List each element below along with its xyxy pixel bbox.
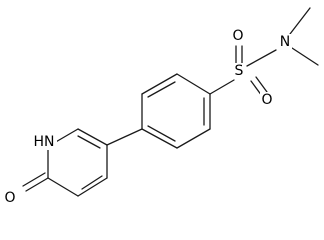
bond-c2-c3 — [47, 177, 79, 197]
atom-o2-label: O — [261, 92, 272, 108]
bond-c3-c4-inner — [81, 175, 103, 190]
atom-s: S — [232, 63, 246, 79]
bond-b2-b3 — [141, 73, 178, 95]
atom-pyridone-nh: HN — [31, 134, 57, 150]
bond-c3-c4 — [77, 177, 108, 197]
structure-svg: S O O N HN O — [3, 7, 319, 206]
bond-carbonyl-2 — [22, 172, 46, 187]
bond-b5-b6 — [176, 128, 211, 149]
atom-s-label: S — [235, 63, 244, 79]
bond-s-o2-b — [255, 76, 268, 93]
bond-c6-n1 — [53, 128, 79, 144]
bond-n-methyl-2 — [291, 47, 319, 66]
atom-pyridone-nh-label: HN — [34, 134, 55, 150]
bond-b2-b3-inner — [147, 81, 176, 98]
chemical-structure-diagram: S O O N HN O — [3, 7, 319, 206]
atom-n-amine-label: N — [280, 34, 290, 50]
bond-c5-c6 — [77, 128, 108, 146]
bond-b3-b4 — [176, 73, 211, 95]
atom-n-amine: N — [278, 34, 292, 50]
bond-c5-c6-inner — [77, 135, 101, 149]
atom-carbonyl-o: O — [3, 190, 17, 206]
atom-carbonyl-o-label: O — [4, 190, 15, 206]
bond-biaryl — [106, 128, 143, 146]
bond-b6-b1 — [141, 128, 178, 149]
bond-b6-b1-inner — [147, 125, 176, 142]
atom-o2: O — [260, 92, 274, 108]
bond-c-s — [209, 79, 235, 95]
atom-o1: O — [231, 28, 245, 44]
atom-o1-label: O — [232, 28, 243, 44]
bond-n-methyl-1 — [289, 7, 311, 35]
bond-carbonyl-1 — [25, 177, 49, 192]
bond-s-n — [246, 49, 277, 67]
